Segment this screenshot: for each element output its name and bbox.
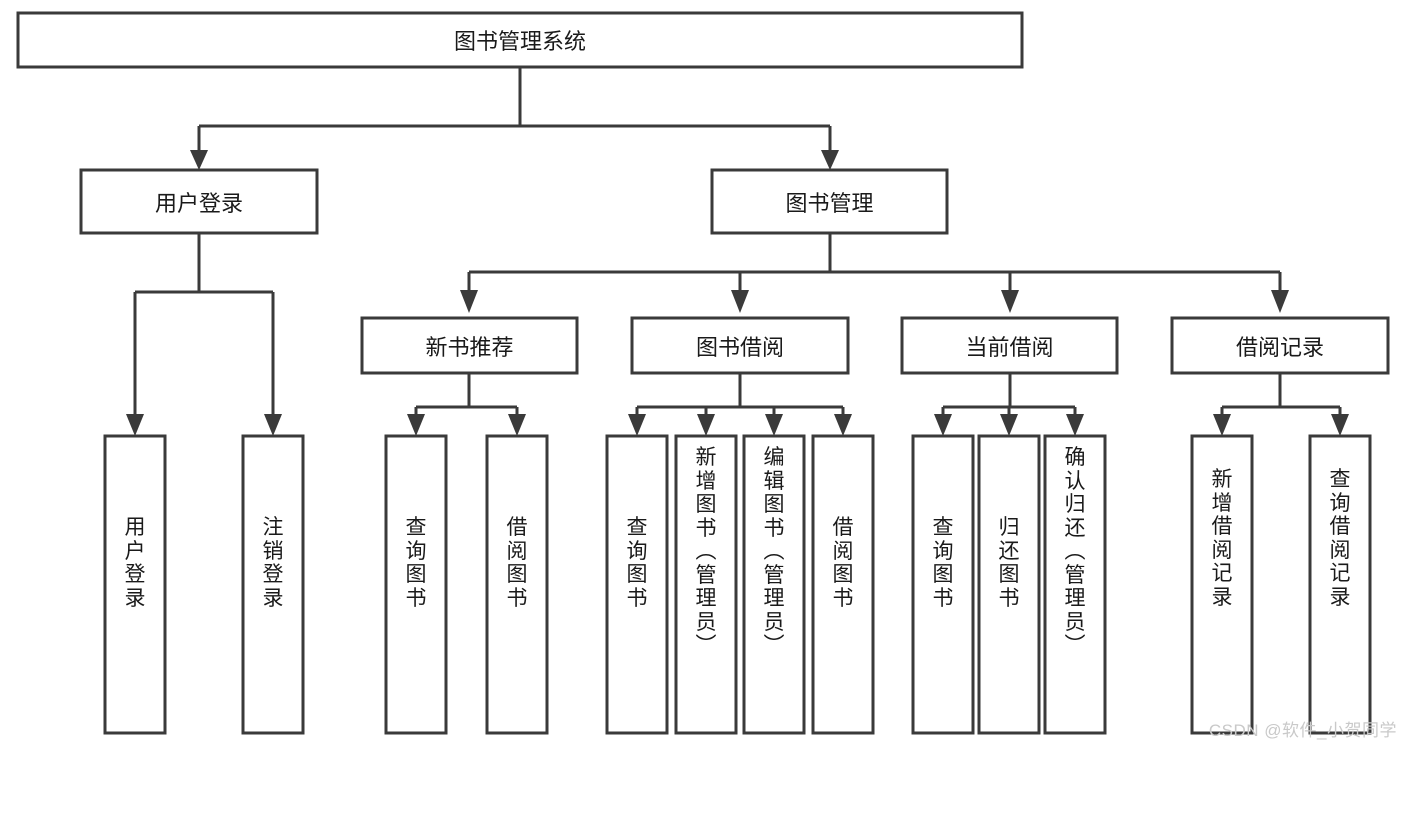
- tree-diagram-svg: [16, 11, 1390, 735]
- leaf-recommend-2[interactable]: [485, 434, 549, 735]
- leaf-current-1[interactable]: [911, 434, 975, 735]
- connector-user-login-to-leaves: [133, 233, 275, 418]
- arrow-leaf-user-login-1: [126, 414, 144, 436]
- leaf-borrow-2[interactable]: [674, 434, 738, 735]
- leaf-current-3[interactable]: [1043, 434, 1107, 735]
- arrow-leaf-record-1: [1213, 414, 1231, 436]
- node-new-book-recommend[interactable]: [360, 316, 579, 375]
- arrow-leaf-record-2: [1331, 414, 1349, 436]
- leaf-user-login-2[interactable]: [241, 434, 305, 735]
- connector-book-borrow-to-leaves: [635, 373, 845, 418]
- node-borrow-record[interactable]: [1170, 316, 1390, 375]
- connector-borrow-record-to-leaves: [1220, 373, 1342, 418]
- arrow-to-new-book-recommend: [460, 290, 478, 313]
- leaf-record-2[interactable]: [1308, 434, 1372, 735]
- arrow-leaf-borrow-3: [765, 414, 783, 436]
- node-user-login[interactable]: [79, 168, 319, 235]
- connector-new-book-recommend-to-leaves: [414, 373, 519, 418]
- leaf-record-1[interactable]: [1190, 434, 1254, 735]
- arrow-leaf-borrow-4: [834, 414, 852, 436]
- connector-root-to-level2: [197, 67, 832, 152]
- leaf-user-login-1[interactable]: [103, 434, 167, 735]
- node-book-borrow[interactable]: [630, 316, 850, 375]
- node-root-system[interactable]: [16, 11, 1024, 69]
- node-book-manage[interactable]: [710, 168, 949, 235]
- leaf-borrow-1[interactable]: [605, 434, 669, 735]
- arrow-leaf-current-1: [934, 414, 952, 436]
- arrow-leaf-borrow-1: [628, 414, 646, 436]
- arrow-leaf-current-3: [1066, 414, 1084, 436]
- arrow-leaf-recommend-2: [508, 414, 526, 436]
- connector-current-borrow-to-leaves: [941, 373, 1077, 418]
- connector-book-manage-to-level3: [467, 233, 1282, 292]
- arrow-leaf-current-2: [1000, 414, 1018, 436]
- arrow-to-current-borrow: [1001, 290, 1019, 313]
- leaf-recommend-1[interactable]: [384, 434, 448, 735]
- leaf-current-2[interactable]: [977, 434, 1041, 735]
- arrow-to-user-login: [190, 150, 208, 170]
- arrow-to-book-manage: [821, 150, 839, 170]
- node-current-borrow[interactable]: [900, 316, 1119, 375]
- leaf-borrow-4[interactable]: [811, 434, 875, 735]
- arrow-to-book-borrow: [731, 290, 749, 313]
- leaf-borrow-3[interactable]: [742, 434, 806, 735]
- arrow-leaf-borrow-2: [697, 414, 715, 436]
- arrow-to-borrow-record: [1271, 290, 1289, 313]
- arrow-leaf-recommend-1: [407, 414, 425, 436]
- diagram-canvas: 图书管理系统 用户登录 图书管理 新书推荐 图书借阅 当前借阅 借阅记录 用户登…: [16, 11, 1397, 740]
- arrow-leaf-user-login-2: [264, 414, 282, 436]
